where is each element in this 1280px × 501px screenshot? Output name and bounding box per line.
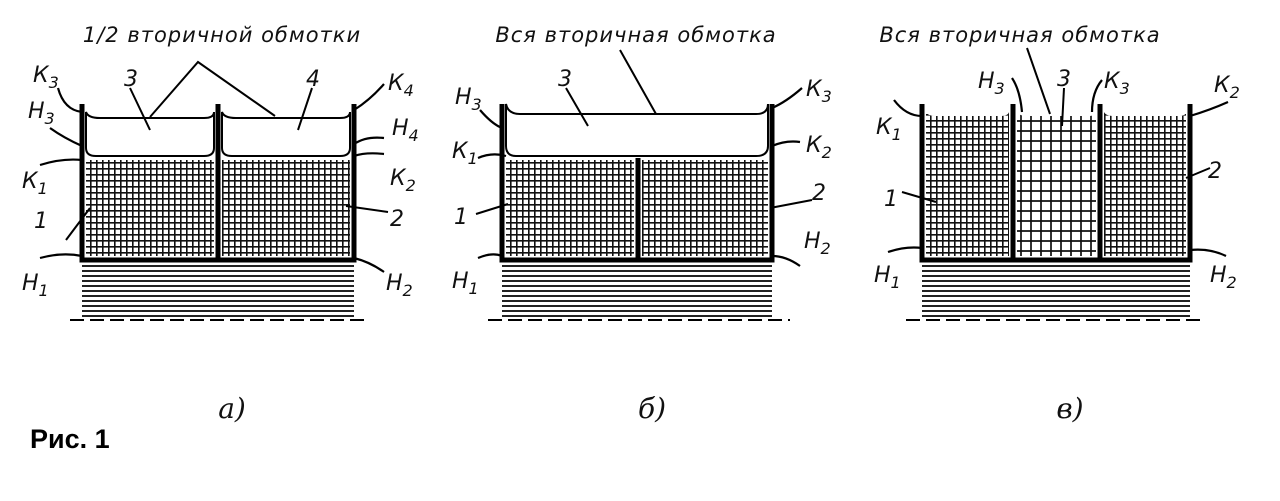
diagram-title: Вся вторичная обмотка [879,23,1160,47]
label-k2: К2 [390,166,416,195]
diagram-b: Вся вторичная обмотка Н3 К1 Н1 К3 К2 Н2 … [452,23,832,425]
label-winding-1: 1 [454,205,468,230]
winding-leads [477,87,803,267]
label-h3: Н3 [28,99,55,128]
winding-leads [39,83,385,273]
label-winding-3: 3 [124,67,138,92]
label-h2: Н2 [386,271,413,300]
winding-1 [926,112,1009,256]
core-frame [79,104,357,263]
caption-c: в) [1056,392,1083,425]
label-h4: Н4 [392,116,419,145]
label-h2: Н2 [1210,263,1237,292]
winding-4 [221,111,351,157]
label-h1: Н1 [874,263,901,292]
diagram-title: Вся вторичная обмотка [495,23,776,47]
winding-2 [222,160,350,256]
core-frame [499,104,775,263]
winding-3 [1017,112,1096,256]
label-h3: Н3 [978,69,1005,98]
label-winding-1: 1 [34,209,48,234]
label-winding-4: 4 [306,67,320,92]
figure-caption: Рис. 1 [30,424,110,454]
winding-1 [506,160,634,256]
winding-1 [86,160,214,256]
core-frame [919,104,1193,263]
label-k1: К1 [22,169,48,198]
label-h1: Н1 [452,269,479,298]
title-leader [149,60,276,118]
winding-3 [85,111,215,157]
core [922,262,1190,318]
label-winding-1: 1 [884,187,898,212]
winding-2 [642,160,768,256]
diagram-title: 1/2 вторичной обмотки [83,23,361,47]
leaders [901,47,1211,203]
label-k3: К3 [806,77,832,106]
label-k4: К4 [388,71,414,100]
winding-3 [505,103,769,157]
core [82,262,354,318]
label-h2: Н2 [804,229,831,258]
winding-leads [887,77,1229,257]
label-winding-3: 3 [558,67,572,92]
label-k3: К3 [1104,69,1130,98]
label-k2: К2 [806,133,832,162]
caption-a: а) [218,392,246,425]
winding-2 [1104,112,1186,256]
label-k2: К2 [1214,73,1240,102]
label-h3: Н3 [455,85,482,114]
label-winding-2: 2 [812,181,826,206]
label-winding-2: 2 [390,207,404,232]
core [502,262,772,318]
label-k3: К3 [33,63,59,92]
leaders [475,49,813,215]
caption-b: б) [638,392,666,425]
number-leaders [65,87,389,241]
label-k1: К1 [876,115,902,144]
label-h1: Н1 [22,271,49,300]
label-winding-2: 2 [1208,159,1222,184]
label-k1: К1 [452,139,478,168]
diagram-c: Вся вторичная обмотка Н3 К3 К2 К1 Н1 Н2 … [874,23,1240,425]
diagram-a: 1/2 вторичной обмотки К3 Н3 К1 Н1 К4 Н4 … [22,23,419,425]
label-winding-3: 3 [1057,67,1071,92]
